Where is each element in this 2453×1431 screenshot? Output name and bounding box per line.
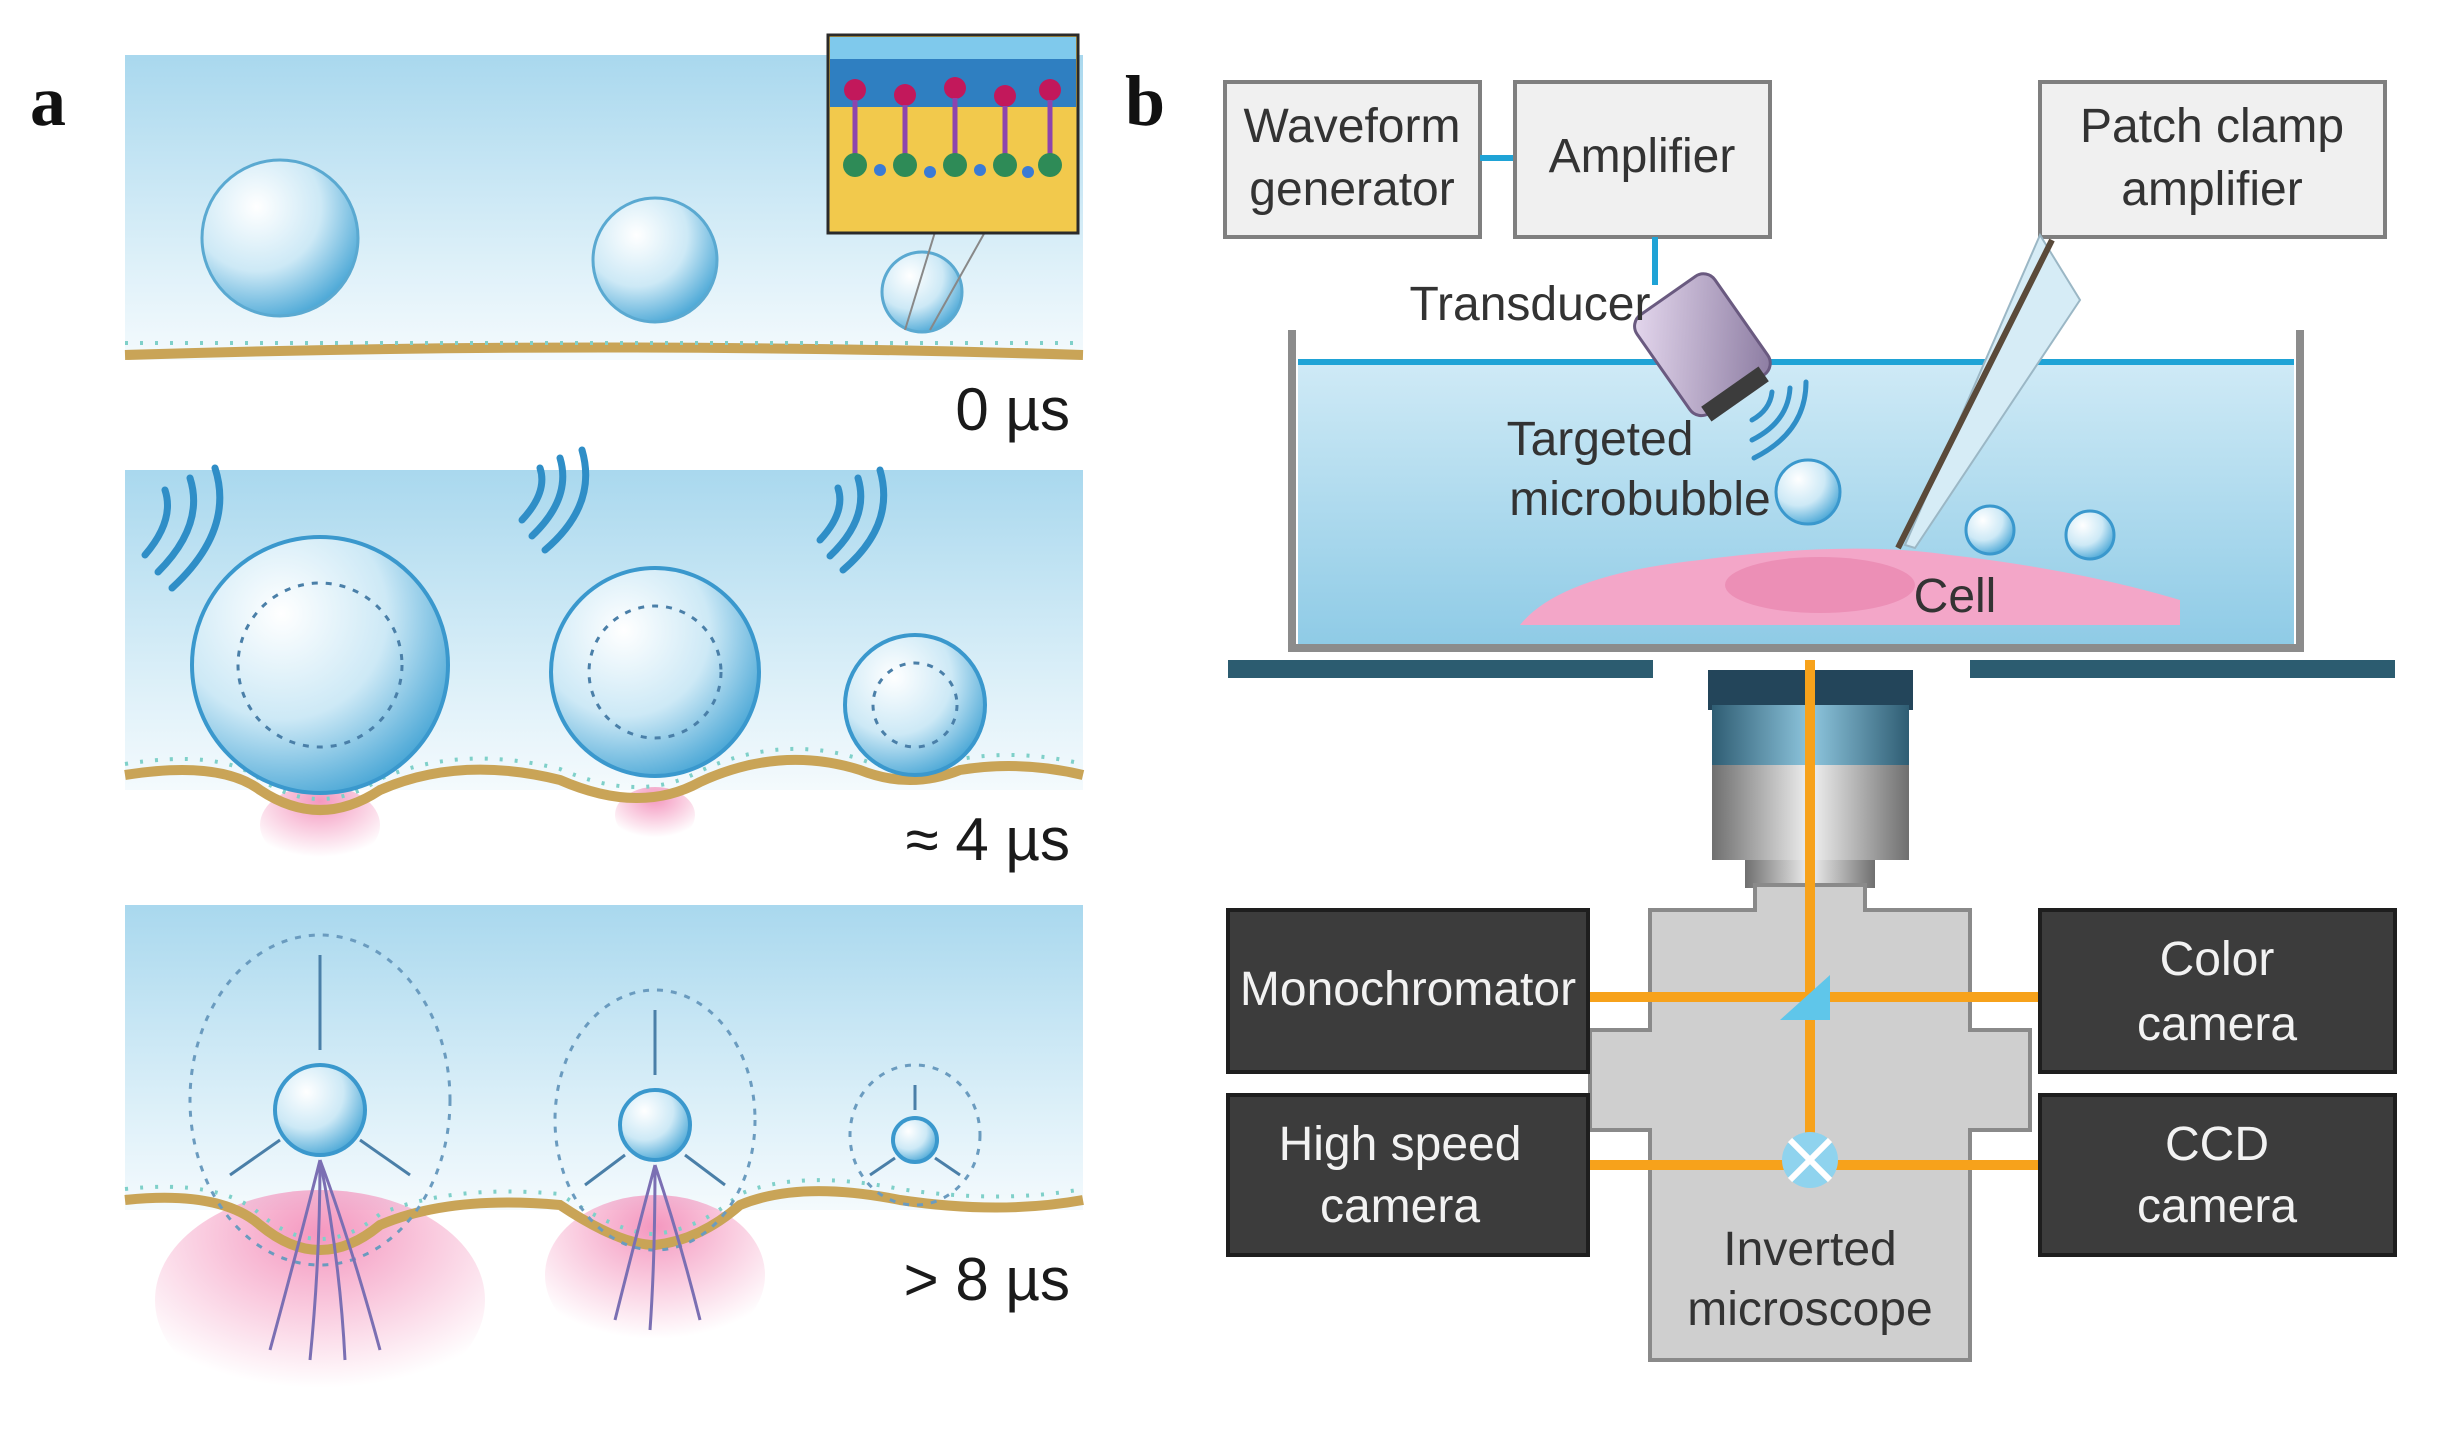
svg-text:camera: camera: [1320, 1180, 1480, 1233]
time-label: > 8 µs: [904, 1246, 1070, 1313]
ultrasound-wave-icon: [1749, 379, 1809, 461]
mirror-icon: [1782, 1132, 1838, 1188]
microbubble: [2064, 509, 2116, 561]
microscope-stage: [1228, 660, 1653, 678]
collapse-outline: [848, 1063, 982, 1207]
time-label: ≈ 4 µs: [906, 806, 1070, 873]
microbubble: [1964, 504, 2016, 556]
targeted-microbubble-label: Targeted: [1507, 413, 1694, 466]
ultrasound-wave-icon: [141, 464, 224, 592]
expanded-microbubble: [843, 633, 987, 777]
panel-b-letter: b: [1125, 61, 1165, 141]
zoom-line: [904, 231, 936, 331]
svg-text:High speed: High speed: [1279, 1118, 1522, 1171]
membrane-line: [124, 754, 1085, 815]
microscope-stage: [1970, 660, 2395, 678]
svg-text:Waveform: Waveform: [1244, 100, 1461, 153]
jet-stream-lines: [268, 1159, 702, 1361]
color-camera-box: Color camera: [2038, 908, 2397, 1074]
panel-a-row-3: > 8 µs: [124, 905, 1084, 1410]
targeted-microbubble-label: microbubble: [1509, 473, 1770, 526]
water-region: [125, 905, 1083, 1210]
svg-text:Patch clamp: Patch clamp: [2080, 100, 2344, 153]
panel-a-row-1: 0 µs: [124, 33, 1084, 443]
patch-clamp-amplifier-box: Patch clamp amplifier: [2038, 80, 2387, 239]
svg-text:camera: camera: [2137, 998, 2297, 1051]
svg-text:camera: camera: [2137, 1180, 2297, 1233]
microbubble: [200, 158, 360, 318]
svg-text:CCD: CCD: [2165, 1118, 2269, 1171]
original-size-outline: [587, 604, 723, 740]
inverted-microscope-label: microscope: [1687, 1283, 1932, 1336]
svg-text:generator: generator: [1249, 163, 1454, 216]
inverted-microscope-label: Inverted: [1723, 1223, 1896, 1276]
panel-a-letter: a: [30, 61, 66, 141]
ultrasound-wave-icon: [518, 446, 590, 554]
patch-clamp-pipette: [1895, 232, 2082, 550]
high-speed-camera-box: High speed camera: [1226, 1093, 1590, 1257]
collapse-outline: [553, 988, 757, 1252]
cell-label: Cell: [1914, 570, 1997, 623]
amplifier-box: Amplifier: [1513, 80, 1772, 239]
transducer: [1633, 272, 1772, 422]
svg-text:Monochromator: Monochromator: [1240, 963, 1576, 1016]
cell-nucleus: [1725, 557, 1915, 613]
svg-text:amplifier: amplifier: [2121, 163, 2302, 216]
collapsed-microbubble: [273, 1063, 367, 1157]
inward-arrows: [229, 955, 961, 1187]
beam-splitter-icon: [1780, 975, 1830, 1020]
zoom-line: [929, 231, 986, 331]
panel-a-row-2: ≈ 4 µs: [124, 446, 1085, 873]
collapsed-microbubble: [891, 1116, 939, 1164]
ccd-camera-box: CCD camera: [2038, 1093, 2397, 1257]
transducer-label: Transducer: [1410, 278, 1651, 331]
svg-text:Amplifier: Amplifier: [1549, 130, 1736, 183]
expanded-microbubble: [549, 566, 761, 778]
membrane-line: [124, 342, 1084, 360]
zoom-inset: [826, 33, 1080, 235]
expanded-microbubble: [190, 535, 450, 795]
pink-glow: [155, 1190, 485, 1410]
targeted-microbubble: [1774, 458, 1842, 526]
pink-glow: [545, 1195, 765, 1355]
microbubble: [880, 250, 964, 334]
svg-text:Color: Color: [2160, 933, 2275, 986]
original-size-outline: [871, 661, 959, 749]
time-label: 0 µs: [955, 376, 1070, 443]
ultrasound-wave-icon: [816, 466, 888, 574]
monochromator-box: Monochromator: [1226, 908, 1590, 1074]
original-size-outline: [236, 581, 404, 749]
collapsed-microbubble: [618, 1088, 692, 1162]
waveform-generator-box: Waveform generator: [1223, 80, 1482, 239]
microbubble: [591, 196, 719, 324]
collapse-outline: [188, 933, 452, 1267]
membrane-receptors: [124, 1178, 1084, 1241]
